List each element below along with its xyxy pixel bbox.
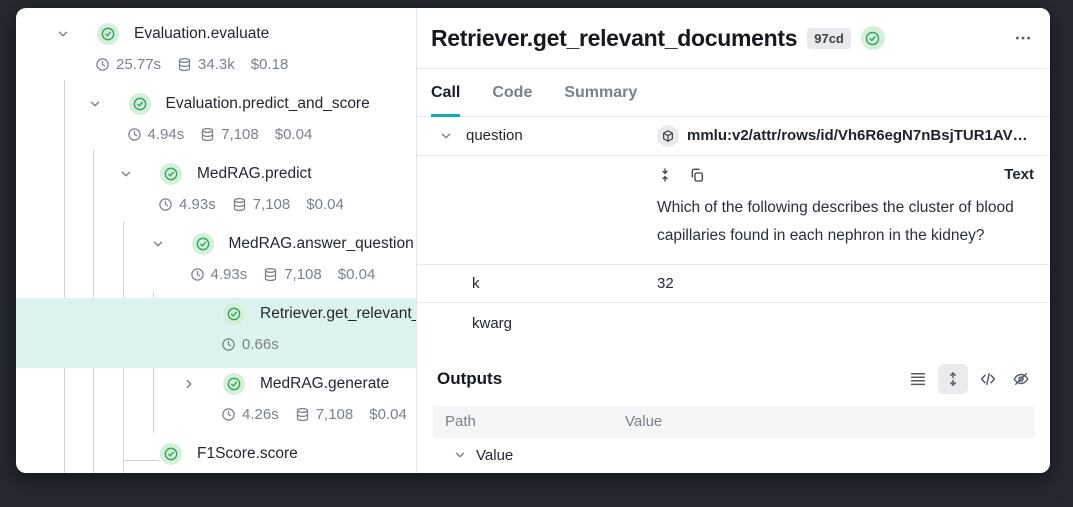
status-success-icon [97, 23, 119, 45]
status-success-icon [223, 373, 245, 395]
column-header-value[interactable]: Value [625, 413, 663, 431]
collapse-vertical-icon[interactable] [657, 167, 673, 183]
duration-stat: 4.93s [158, 196, 216, 213]
code-view-icon[interactable] [975, 366, 1001, 392]
tree-node[interactable]: MedRAG.generate 4.26s 7,108 $0.04 [16, 368, 416, 438]
database-icon [200, 127, 215, 142]
column-header-path[interactable]: Path [445, 413, 476, 431]
tab-call[interactable]: Call [431, 69, 461, 117]
question-text: Which of the following describes the clu… [657, 198, 1014, 244]
tree-node-label: F1Score.score [197, 445, 298, 462]
tree-node[interactable]: Retriever.get_relevant_documents 0.66s [16, 298, 416, 368]
tokens-stat: 7,108 [232, 196, 290, 213]
trace-viewer-window: Evaluation.evaluate 25.77s 34.3k $0.18 E… [16, 8, 1050, 473]
tree-node[interactable]: Evaluation.predict_and_score 4.94s 7,108… [16, 88, 416, 158]
outputs-table-header: Path Value [433, 405, 1034, 438]
outputs-title: Outputs [437, 368, 503, 388]
cube-icon [657, 124, 679, 147]
chevron-down-icon[interactable] [118, 166, 134, 182]
tree-guide-line [123, 460, 159, 461]
trace-tree-panel: Evaluation.evaluate 25.77s 34.3k $0.18 E… [16, 8, 417, 473]
cost-stat: $0.18 [250, 55, 289, 73]
duration-stat: 25.77s [95, 56, 161, 73]
input-row-question[interactable]: question mmlu:v2/attr/rows/id/Vh6R6egN7n… [417, 117, 1050, 156]
tree-node[interactable]: Evaluation.evaluate 25.77s 34.3k $0.18 [16, 18, 416, 88]
database-icon [295, 407, 310, 422]
duration-stat: 4.26s [221, 406, 279, 423]
clock-icon [127, 127, 142, 142]
tree-node[interactable]: MedRAG.predict 4.93s 7,108 $0.04 [16, 158, 416, 228]
tree-node-label: MedRAG.answer_question [228, 235, 414, 252]
tokens-stat: 7,108 [200, 126, 259, 143]
tab-summary[interactable]: Summary [564, 83, 638, 101]
database-icon [263, 267, 278, 282]
format-label[interactable]: Text [1004, 166, 1034, 184]
cost-stat: $0.04 [337, 265, 376, 283]
clock-icon [190, 267, 205, 282]
cost-stat: $0.04 [369, 405, 407, 423]
status-success-icon [128, 93, 151, 115]
status-success-icon [191, 233, 214, 255]
tree-node-label: MedRAG.predict [197, 165, 312, 182]
tree-node[interactable]: F1Score.score [16, 438, 416, 473]
eye-off-icon[interactable] [1008, 366, 1034, 392]
trace-tree: Evaluation.evaluate 25.77s 34.3k $0.18 E… [16, 8, 416, 473]
chevron-down-icon[interactable] [439, 129, 455, 143]
object-ref-link[interactable]: mmlu:v2/attr/rows/id/Vh6R6egN7nBsjTUR1AV… [657, 124, 1034, 147]
database-icon [232, 197, 247, 212]
input-value: 32 [657, 275, 674, 292]
tokens-stat: 7,108 [295, 406, 353, 423]
status-success-icon [223, 303, 245, 325]
duration-stat: 0.66s [221, 336, 279, 353]
copy-icon[interactable] [689, 167, 705, 183]
tree-node[interactable]: MedRAG.answer_question 4.93s 7,108 $0.04 [16, 228, 416, 298]
ref-text: mmlu:v2/attr/rows/id/Vh6R6egN7nBsjTUR1AV… [687, 127, 1034, 145]
chevron-down-icon[interactable] [87, 96, 103, 112]
rows-view-icon[interactable] [905, 366, 931, 392]
page-title: Retriever.get_relevant_documents [431, 24, 798, 51]
tab-code[interactable]: Code [492, 83, 533, 101]
input-row-kwarg[interactable]: kwarg [417, 303, 1050, 343]
expand-rows-icon[interactable] [938, 363, 968, 394]
chevron-down-icon[interactable] [453, 448, 469, 462]
output-row-value[interactable]: Value [417, 438, 1050, 473]
three-dots-menu-icon[interactable] [1014, 29, 1032, 47]
clock-icon [221, 337, 236, 352]
chevron-right-icon[interactable] [181, 376, 197, 392]
status-success-icon [160, 443, 182, 465]
detail-header: Retriever.get_relevant_documents 97cd [417, 8, 1050, 69]
cost-stat: $0.04 [306, 195, 344, 213]
clock-icon [158, 197, 173, 212]
chevron-down-icon[interactable] [150, 236, 166, 252]
clock-icon [95, 57, 110, 72]
detail-tabs: Call Code Summary [417, 69, 1050, 117]
call-detail-panel: Retriever.get_relevant_documents 97cd Ca… [417, 8, 1050, 473]
tree-node-label: Evaluation.evaluate [134, 25, 270, 42]
duration-stat: 4.94s [127, 126, 184, 143]
question-expanded-value: Text Which of the following describes th… [417, 156, 1050, 265]
chevron-down-icon[interactable] [55, 26, 71, 42]
input-key: kwarg [472, 314, 513, 332]
cost-stat: $0.04 [274, 125, 313, 143]
clock-icon [221, 407, 236, 422]
outputs-header: Outputs [417, 344, 1050, 402]
input-key: question [466, 127, 523, 145]
status-success-icon [160, 163, 182, 185]
version-badge[interactable]: 97cd [807, 27, 851, 49]
tree-node-label: Retriever.get_relevant_documents [260, 305, 416, 322]
tree-guide-line [64, 80, 65, 473]
tree-node-label: MedRAG.generate [260, 375, 390, 392]
database-icon [177, 57, 192, 72]
output-path-label: Value [476, 446, 514, 464]
duration-stat: 4.93s [190, 266, 247, 283]
tokens-stat: 34.3k [177, 56, 235, 73]
tokens-stat: 7,108 [263, 266, 322, 283]
input-row-k[interactable]: k 32 [417, 265, 1050, 304]
status-success-icon [860, 26, 885, 50]
input-key: k [472, 275, 480, 292]
tree-node-label: Evaluation.predict_and_score [165, 95, 370, 112]
